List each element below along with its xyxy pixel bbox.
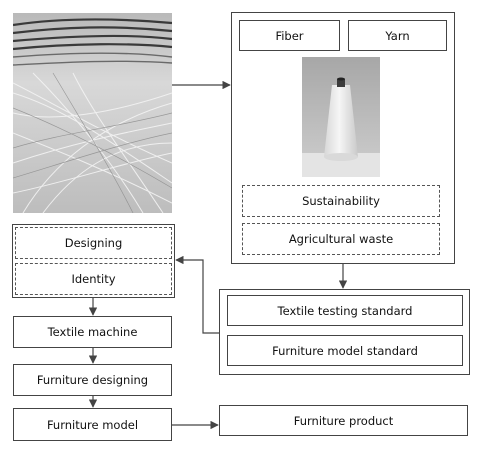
sustainability-box: Sustainability — [242, 185, 440, 217]
material-group — [231, 12, 455, 264]
yarn-spool-photo — [302, 57, 380, 177]
furniture-designing-box: Furniture designing — [13, 364, 172, 396]
arrow-standards-to-design — [175, 255, 219, 334]
standards-group — [219, 289, 470, 375]
agricultural-waste-box: Agricultural waste — [242, 223, 440, 255]
textile-testing-standard-box: Textile testing standard — [227, 295, 463, 326]
furniture-model-box: Furniture model — [13, 408, 172, 441]
yarn-box: Yarn — [348, 20, 447, 51]
identity-box: Identity — [15, 263, 172, 295]
design-identity-group — [12, 224, 175, 298]
designing-box: Designing — [15, 227, 172, 259]
raw-fiber-photo — [13, 13, 172, 213]
furniture-model-standard-box: Furniture model standard — [227, 335, 463, 366]
furniture-product-box: Furniture product — [219, 405, 468, 436]
fiber-box: Fiber — [239, 20, 340, 51]
textile-machine-box: Textile machine — [13, 316, 172, 348]
